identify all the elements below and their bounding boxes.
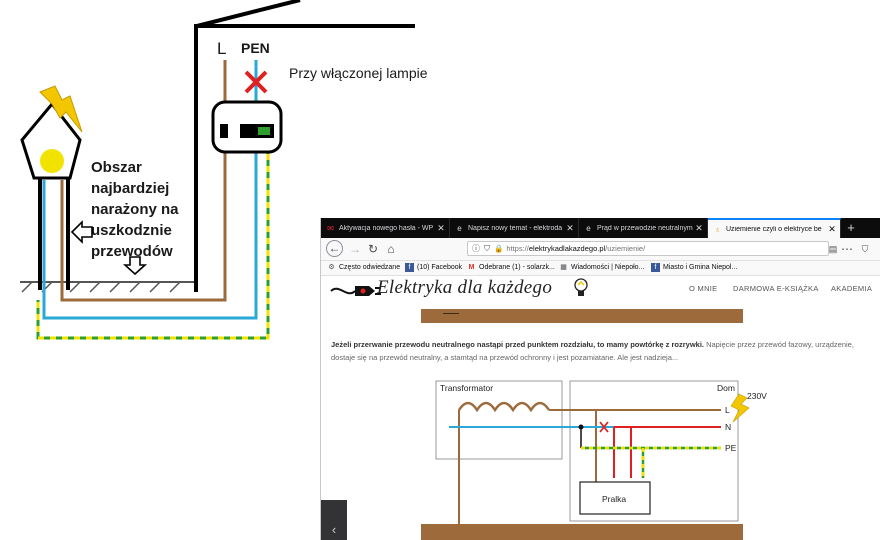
news-icon: ▦ — [560, 264, 567, 271]
close-icon[interactable]: ✕ — [695, 222, 703, 233]
bookmark-niepolomice[interactable]: f Miasto i Gmina Niepol... — [651, 263, 737, 272]
voltage-label: 230V — [747, 391, 767, 401]
tab-label: Uziemienie czyli o elektryce be — [726, 225, 822, 233]
facebook-icon: f — [405, 263, 414, 272]
forward-button[interactable]: → — [349, 242, 361, 256]
menu-ebook[interactable]: DARMOWA E-KSIĄŻKA — [733, 284, 819, 293]
url-bar[interactable]: ⓘ ⛉ 🔒 https:// elektrykadlakazdego.pl /u… — [467, 241, 829, 256]
tab-bar: ✉ Aktywacja nowego hasła - WP ✕ e Napisz… — [321, 218, 880, 238]
arrow-down-icon — [122, 256, 148, 276]
grounding-scheme: Transformator Dom L N PE 230V — [435, 380, 767, 540]
washing-machine-box — [579, 481, 651, 515]
transformer-box — [435, 380, 563, 460]
wire-N-label: N — [725, 422, 731, 432]
label-L: L — [217, 39, 226, 58]
transformer-coil — [457, 401, 551, 413]
site-logo-text: Elektryka dla każdego — [377, 277, 553, 298]
pocket-icon[interactable]: ⛉ — [861, 244, 869, 254]
break-mark-icon — [599, 421, 609, 433]
wood-banner-top — [421, 309, 743, 323]
svg-text:najbardziej: najbardziej — [91, 180, 169, 197]
menu-about[interactable]: O MNIE — [689, 284, 718, 293]
wire-PE-label: PE — [725, 443, 737, 453]
url-host: elektrykadlakazdego.pl — [528, 244, 606, 253]
phase-wire-L — [60, 60, 227, 302]
close-icon[interactable]: ✕ — [437, 222, 445, 233]
reader-view-icon[interactable]: ▤ — [828, 244, 838, 254]
article-text: Napięcie przez przewód fazowy, urządzeni… — [331, 340, 854, 362]
bookmark-news[interactable]: ▦ Wiadomości | Niepoło... — [560, 264, 645, 271]
reload-button[interactable]: ↻ — [367, 242, 379, 256]
close-icon[interactable]: ✕ — [828, 223, 836, 234]
tab-elektroda[interactable]: e Napisz nowy temat - elektroda ✕ — [450, 218, 579, 238]
pe-wire-yellow — [36, 130, 270, 340]
more-icon[interactable]: ⋯ — [841, 242, 853, 256]
close-icon[interactable]: ✕ — [566, 222, 574, 233]
label-PEN: PEN — [241, 40, 270, 56]
home-button[interactable]: ⌂ — [387, 242, 395, 256]
gmail-icon: M — [468, 264, 475, 271]
menu-academy[interactable]: AKADEMIA — [831, 284, 873, 293]
bookmarks-toolbar: ⚙ Często odwiedzane f (10) Facebook M Od… — [321, 261, 880, 276]
article-paragraph: Jeżeli przerwanie przewodu neutralnego n… — [331, 338, 856, 364]
device-label: Pralka — [602, 494, 626, 504]
back-button[interactable]: ← — [326, 240, 343, 257]
shield-icon[interactable]: ⛉ — [484, 243, 490, 253]
break-mark-icon — [244, 70, 268, 94]
lightning-icon — [39, 85, 83, 133]
bookmark-most-visited[interactable]: ⚙ Często odwiedzane — [328, 264, 401, 271]
url-scheme: https:// — [506, 244, 529, 253]
house-box — [569, 380, 739, 522]
wire-L-label: L — [725, 405, 730, 415]
wood-banner-bottom — [421, 524, 743, 540]
terminal-left — [220, 124, 228, 138]
house-label: Dom — [717, 383, 735, 393]
article-bold-text: Jeżeli przerwanie przewodu neutralnego n… — [331, 340, 704, 349]
site-logo[interactable]: Elektryka dla każdego — [329, 277, 599, 305]
tab-label: Napisz nowy temat - elektroda — [468, 224, 563, 232]
tab-label: Prąd w przewodzie neutralnym — [597, 224, 693, 232]
tab-label: Aktywacja nowego hasła - WP — [339, 224, 434, 232]
lightbulb-icon — [574, 278, 588, 296]
bookmark-facebook[interactable]: f (10) Facebook — [405, 263, 462, 272]
svg-text:narażony na: narażony na — [91, 201, 179, 218]
new-tab-button[interactable]: + — [847, 220, 855, 235]
risk-area-text: Obszar najbardziej narażony na uszkodzni… — [91, 159, 179, 260]
arrow-left-icon — [70, 220, 93, 244]
gear-icon: ⚙ — [328, 264, 335, 271]
svg-text:uszkodznie: uszkodznie — [91, 222, 172, 239]
plug-icon — [330, 286, 381, 296]
facebook-icon: f — [651, 263, 660, 272]
terminal-green — [258, 127, 270, 135]
tab-prad[interactable]: e Prąd w przewodzie neutralnym ✕ — [579, 218, 708, 238]
globe-icon: e — [457, 223, 462, 233]
lamp-on-caption: Przy włączonej lampie — [289, 65, 428, 81]
nav-bar: ← → ↻ ⌂ ⓘ ⛉ 🔒 https:// elektrykadlakazde… — [321, 238, 880, 261]
lightning-icon — [730, 393, 750, 423]
svg-text:przewodów: przewodów — [91, 243, 173, 260]
lock-icon: 🔒 — [494, 244, 504, 253]
tab-uziemienie[interactable]: ♁ Uziemienie czyli o elektryce be ✕ — [708, 218, 841, 238]
svg-text:Obszar: Obszar — [91, 159, 142, 176]
roof-line — [196, 0, 301, 28]
slider-prev-button[interactable]: ‹ — [321, 500, 347, 540]
mail-icon: ✉ — [327, 223, 334, 233]
transformer-label: Transformator — [440, 383, 493, 393]
bulb-icon — [40, 149, 64, 173]
globe-icon: e — [586, 223, 591, 233]
tab-wp-password[interactable]: ✉ Aktywacja nowego hasła - WP ✕ — [321, 218, 450, 238]
browser-window: ✉ Aktywacja nowego hasła - WP ✕ e Napisz… — [321, 218, 880, 540]
url-path: /uziemienie/ — [605, 244, 646, 253]
pen-wire — [42, 60, 258, 320]
ground-hatching — [21, 281, 181, 293]
bookmark-gmail[interactable]: M Odebrane (1) - solarzk... — [468, 264, 555, 271]
bulb-icon: ♁ — [714, 224, 721, 234]
info-icon[interactable]: ⓘ — [472, 244, 480, 253]
site-header: Elektryka dla każdego O MNIE DARMOWA E-K… — [321, 276, 880, 309]
lamp-housing — [20, 101, 82, 180]
